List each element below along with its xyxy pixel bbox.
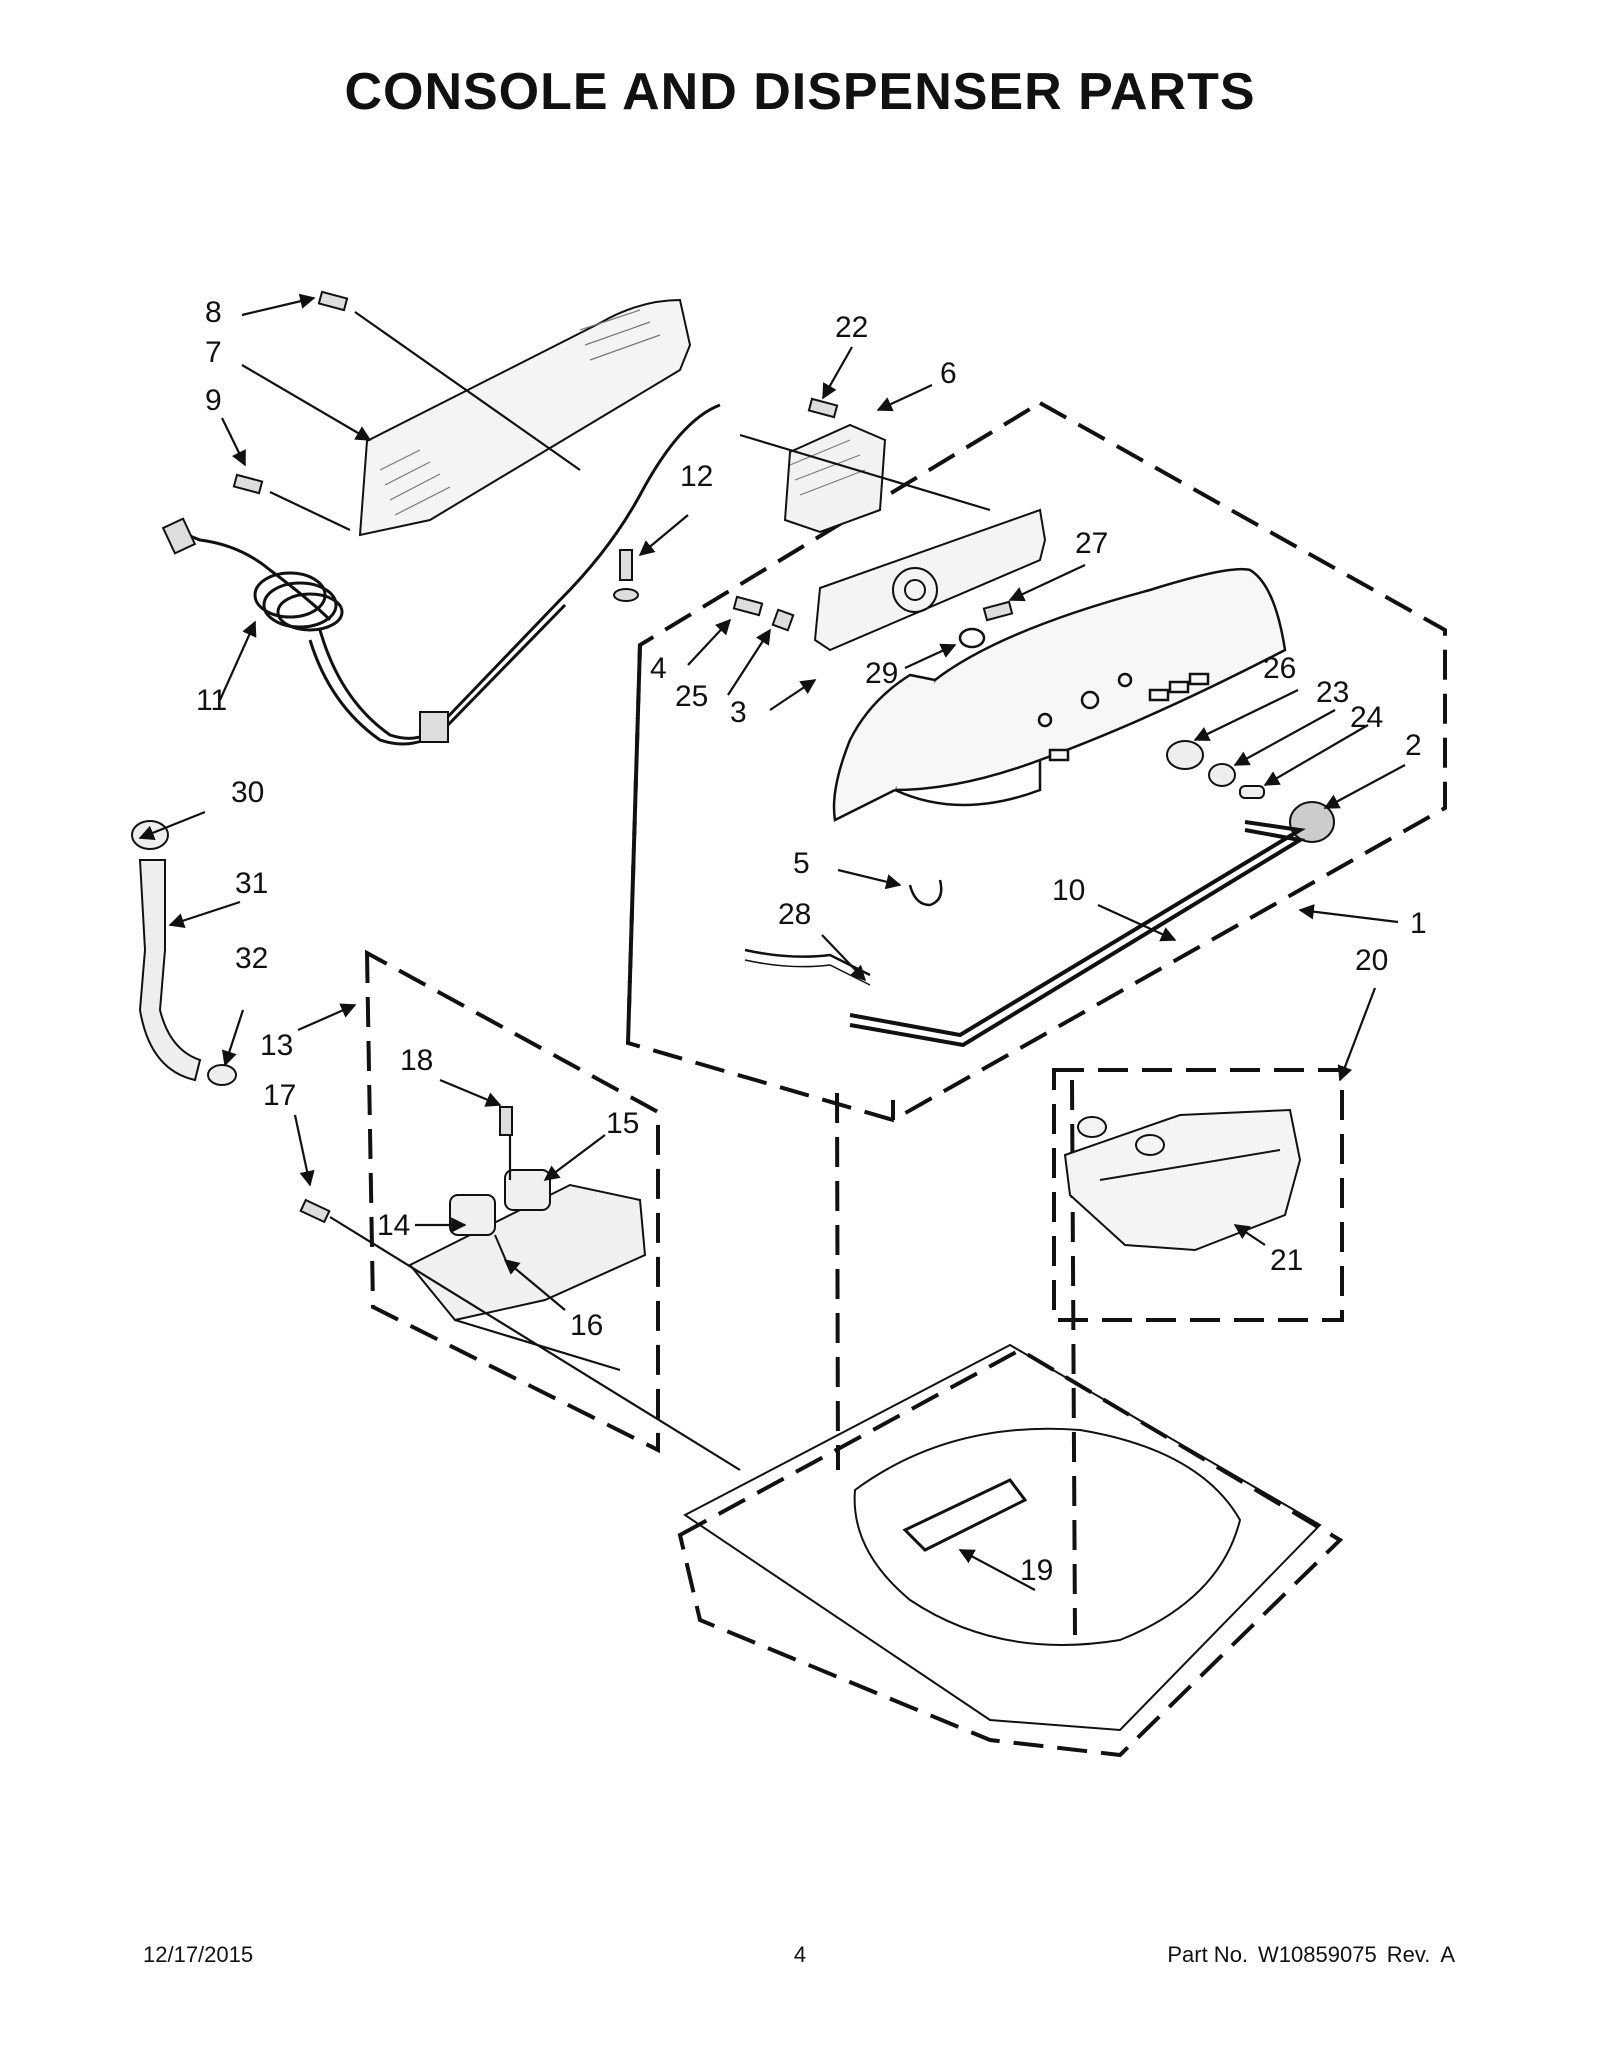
callout-7: 7 [205, 336, 222, 369]
footer-part-number: Part No. W10859075 Rev. A [1157, 1942, 1455, 1968]
part-number: W10859075 [1258, 1942, 1377, 1967]
knob-assembly [1166, 740, 1335, 843]
valve-group-outline [364, 949, 660, 1454]
callout-27: 27 [1075, 527, 1108, 560]
screw-12-washer [613, 588, 639, 602]
screw-12 [619, 549, 633, 581]
callout-29: 29 [865, 657, 898, 690]
valve-body-15 [504, 1169, 551, 1211]
screw-17 [299, 1198, 331, 1224]
callout-15: 15 [606, 1107, 639, 1140]
callout-9: 9 [205, 384, 222, 417]
screw-18 [499, 1106, 513, 1136]
base-outline-dashed [677, 1347, 1344, 1758]
footer-page-number: 4 [793, 1942, 807, 1967]
callout-16: 16 [570, 1309, 603, 1342]
callout-14: 14 [377, 1209, 410, 1242]
callout-4: 4 [650, 652, 667, 685]
bracket-19 [902, 1478, 1028, 1552]
knob-nut-23 [1208, 763, 1236, 787]
console-outline-inner [626, 644, 895, 1120]
dispenser-drawer [1063, 1108, 1302, 1252]
callout-5: 5 [793, 847, 810, 880]
callout-8: 8 [205, 296, 222, 329]
screw-22 [807, 397, 839, 419]
screws [232, 290, 1014, 1224]
callout-6: 6 [940, 357, 957, 390]
footer-date: 12/17/2015 [143, 1942, 254, 1967]
callout-30: 30 [231, 776, 264, 809]
cord-plug [161, 517, 449, 743]
hose-washer-32 [207, 1064, 237, 1086]
callout-labels: 1 2 3 4 5 6 7 8 9 10 11 12 13 14 15 16 1… [196, 296, 1427, 1587]
page-title: CONSOLE AND DISPENSER PARTS [344, 63, 1256, 121]
water-valve-assembly [408, 1169, 647, 1322]
rev-value: A [1440, 1942, 1455, 1967]
dispenser-group-outline [1052, 1068, 1344, 1322]
callout-20: 20 [1355, 944, 1388, 977]
screw-9 [232, 473, 264, 495]
top-cover-base [683, 1343, 1322, 1732]
console-rear-panel [358, 298, 692, 537]
callout-10: 10 [1052, 874, 1085, 907]
callout-24: 24 [1350, 701, 1383, 734]
callout-19: 19 [1020, 1554, 1053, 1587]
rev-label: Rev. [1386, 1942, 1431, 1967]
callout-23: 23 [1316, 676, 1349, 709]
user-interface-board [813, 508, 1047, 652]
console-body [832, 567, 1287, 822]
callout-22: 22 [835, 311, 868, 344]
callout-32: 32 [235, 942, 268, 975]
group-outlines [364, 400, 1447, 1758]
screw-8 [317, 290, 349, 312]
callout-3: 3 [730, 696, 747, 729]
part-label: Part No. [1167, 1942, 1249, 1967]
callout-18: 18 [400, 1044, 433, 1077]
callout-17: 17 [263, 1079, 296, 1112]
callout-1: 1 [1410, 907, 1427, 940]
callout-26: 26 [1263, 652, 1296, 685]
inlet-hose-parts [131, 820, 237, 1086]
seal-10 [849, 820, 1306, 1048]
callout-2: 2 [1405, 729, 1422, 762]
console-small-parts [744, 820, 1306, 1048]
ring-29 [958, 627, 986, 649]
clip-25 [771, 608, 795, 632]
cable-clip-5 [908, 879, 943, 907]
screw-4 [732, 595, 764, 617]
callout-11: 11 [196, 684, 227, 717]
valve-body-14 [449, 1194, 496, 1236]
inlet-hose-31 [138, 859, 202, 1082]
callout-21: 21 [1270, 1244, 1303, 1277]
callout-13: 13 [260, 1029, 293, 1062]
rear-panel-grille [379, 309, 661, 516]
screw-27 [982, 600, 1014, 622]
control-board-housing [783, 423, 887, 534]
callout-12: 12 [680, 460, 713, 493]
wire-harness-28 [744, 948, 871, 977]
console-to-base-line [835, 1092, 840, 1471]
callout-31: 31 [235, 867, 268, 900]
rear-panel-body [358, 298, 692, 537]
callout-25: 25 [675, 680, 708, 713]
callout-28: 28 [778, 898, 811, 931]
leader-lines [138, 293, 1406, 1591]
knob-2 [1289, 801, 1335, 843]
knob-bezel-26 [1166, 740, 1204, 770]
knob-shaft-24 [1239, 785, 1265, 799]
